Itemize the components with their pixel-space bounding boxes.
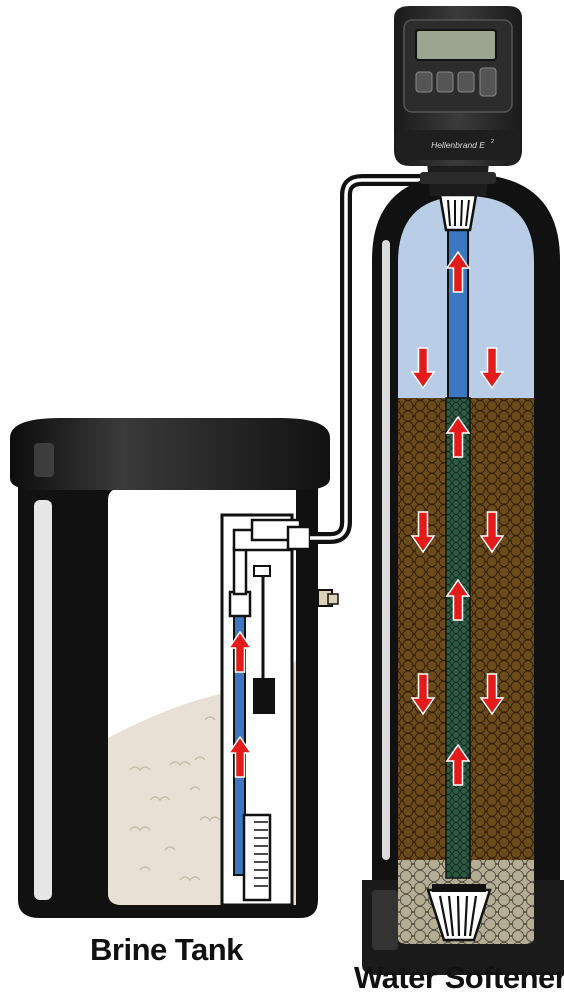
softener-riser-upper (448, 222, 468, 400)
control-button-4 (480, 68, 496, 96)
top-distributor-icon (440, 195, 476, 230)
control-button-1 (416, 72, 432, 92)
control-valve-head: Hellenbrand E 2 (394, 6, 522, 196)
air-check-valve (244, 815, 270, 900)
brine-tank-highlight (34, 500, 52, 900)
brine-tank-lid (10, 418, 330, 490)
control-button-3 (458, 72, 474, 92)
brine-tank-label: Brine Tank (90, 932, 243, 968)
water-softener-label: Water Softener (354, 960, 564, 996)
control-button-2 (437, 72, 453, 92)
brine-tank (10, 418, 338, 918)
softener-riser-lower (446, 398, 470, 878)
brand-superscript: 2 (491, 139, 494, 145)
water-softener (362, 174, 564, 975)
brine-float (253, 678, 275, 714)
brand-label: Hellenbrand E (431, 140, 485, 150)
control-lcd-screen (416, 30, 496, 60)
